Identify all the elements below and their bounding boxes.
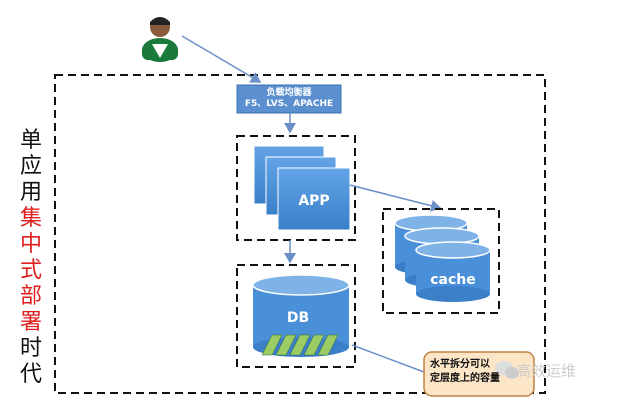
side-char: 时 — [19, 336, 42, 361]
watermark: 高效运维 — [516, 362, 577, 380]
note-pointer — [351, 344, 425, 373]
side-char: 应 — [19, 154, 42, 179]
side-char: 署 — [19, 310, 42, 335]
db-stripes — [261, 334, 339, 356]
cache-cylinder-front — [415, 241, 491, 302]
load-balancer-label: 负载均衡器 F5、LVS、APACHE — [237, 88, 341, 110]
side-char: 式 — [19, 258, 42, 283]
load-balancer-title: 负载均衡器 — [266, 88, 312, 98]
outer-frame — [54, 74, 546, 394]
app-label: APP — [298, 193, 329, 209]
cache-label: cache — [430, 272, 476, 288]
arrow-app-to-cache — [349, 184, 442, 212]
note-line-2: 定层度上的容量 — [430, 373, 500, 384]
db-label: DB — [287, 310, 309, 326]
arrow-user-to-lb — [181, 35, 262, 83]
note-text: 水平拆分可以 定层度上的容量 — [430, 358, 530, 386]
user-icon — [142, 17, 178, 62]
side-char: 单 — [19, 128, 42, 153]
side-char: 用 — [19, 180, 42, 205]
side-char: 集 — [19, 206, 42, 231]
load-balancer-subtitle: F5、LVS、APACHE — [244, 99, 334, 109]
db-frame — [236, 264, 356, 368]
wechat-icon — [495, 361, 519, 379]
side-char: 部 — [19, 284, 42, 309]
load-balancer-box — [236, 84, 342, 114]
side-char: 代 — [19, 362, 42, 387]
side-title: 单 应 用 集 中 式 部 署 时 代 — [18, 128, 44, 388]
note-line-1: 水平拆分可以 — [430, 359, 490, 370]
app-frame — [236, 135, 356, 241]
cache-frame — [382, 208, 500, 314]
side-char: 中 — [19, 232, 42, 257]
app-card-front — [277, 167, 351, 231]
